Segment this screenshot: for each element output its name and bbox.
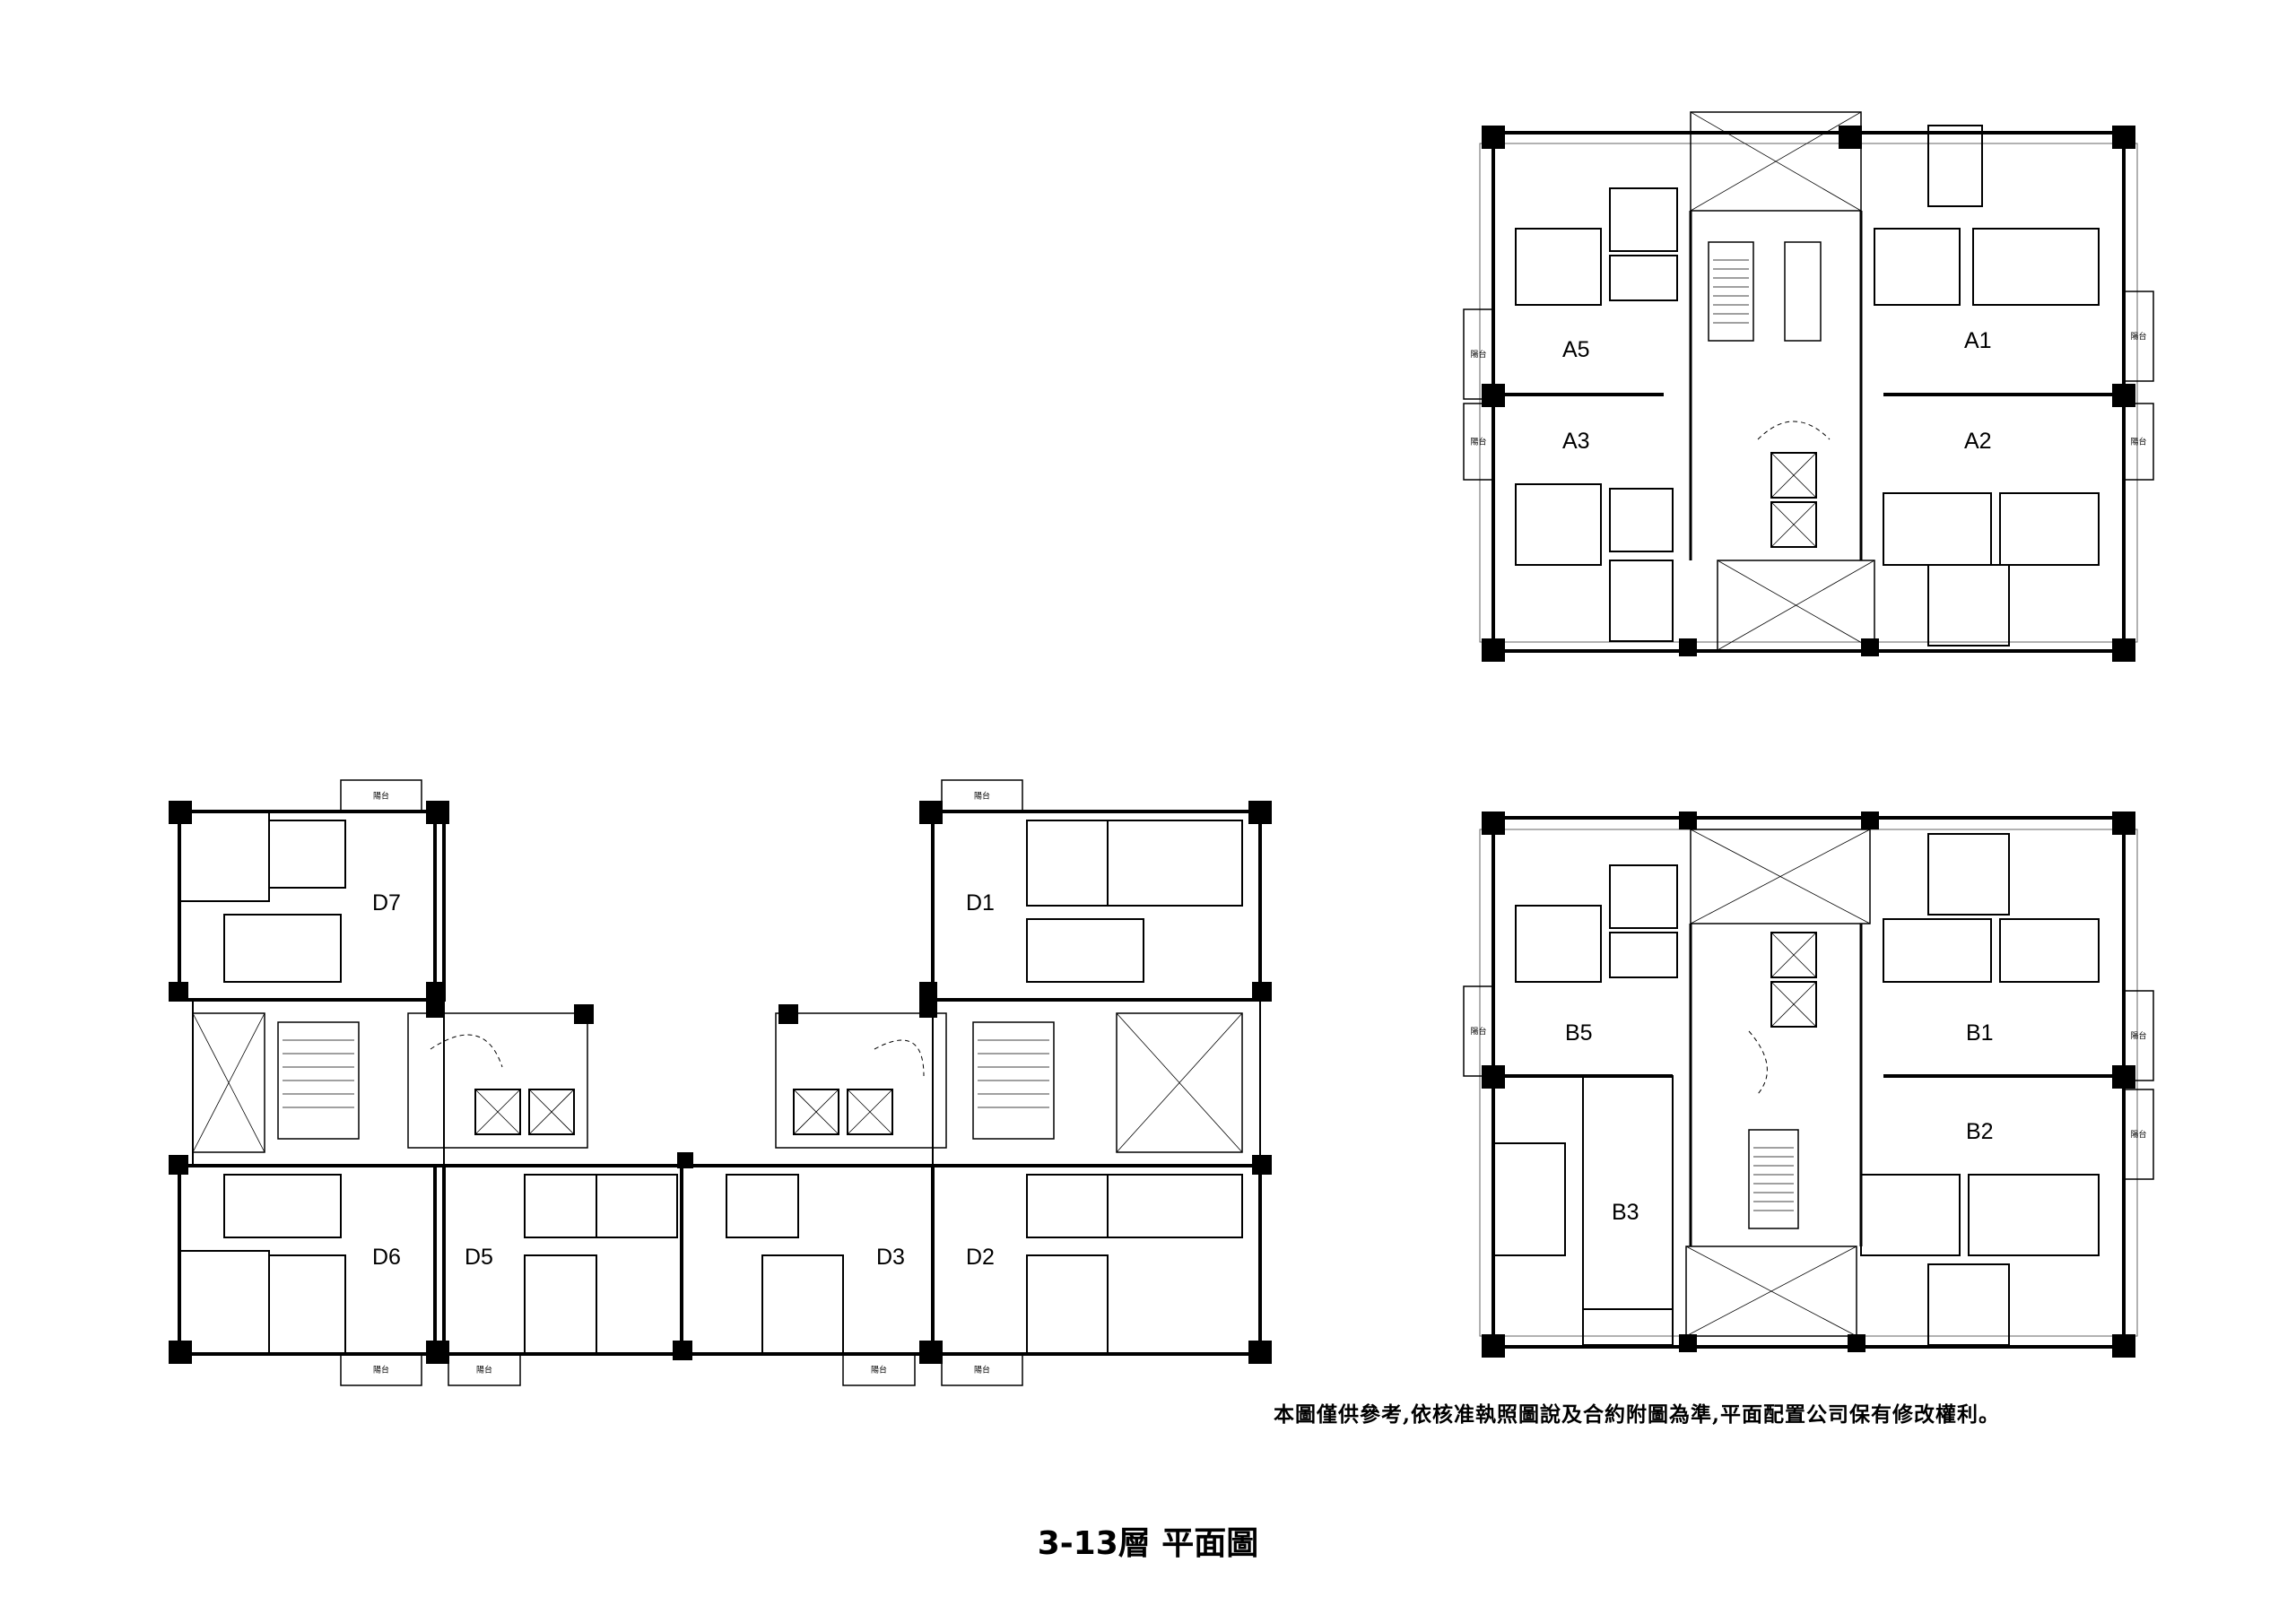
balcony-label-10: 陽台	[476, 1365, 492, 1376]
disclaimer-text: 本圖僅供參考,依核准執照圖說及合約附圖為準,平面配置公司保有修改權利。	[1274, 1402, 2001, 1427]
unit-label-b2: B2	[1966, 1119, 1994, 1144]
unit-label-d2: D2	[966, 1245, 995, 1270]
balcony-label-4: 陽台	[1470, 1026, 1486, 1037]
unit-label-b3: B3	[1612, 1200, 1639, 1225]
balcony-label-6: 陽台	[2130, 1129, 2146, 1140]
unit-label-d7: D7	[372, 890, 401, 916]
balcony-label-8: 陽台	[974, 791, 990, 802]
tower-a-plan: A5 A1 A3 A2	[1463, 111, 2154, 662]
balcony-label-0: 陽台	[1470, 349, 1486, 360]
unit-label-d3: D3	[876, 1245, 905, 1270]
balcony-label-5: 陽台	[2130, 1030, 2146, 1041]
balcony-label-7: 陽台	[373, 791, 389, 802]
balcony-label-11: 陽台	[871, 1365, 887, 1376]
unit-label-b5: B5	[1565, 1020, 1593, 1046]
tower-d-plan: D7 D1 D6 D5 D3 D2	[169, 779, 1272, 1386]
unit-label-d6: D6	[372, 1245, 401, 1270]
balcony-label-9: 陽台	[373, 1365, 389, 1376]
unit-label-a3: A3	[1562, 429, 1590, 454]
unit-label-d1: D1	[966, 890, 995, 916]
unit-label-a5: A5	[1562, 337, 1590, 362]
unit-label-d5: D5	[465, 1245, 493, 1270]
balcony-label-2: 陽台	[2130, 331, 2146, 342]
tower-b-plan: B5 B1 B3 B2	[1463, 812, 2154, 1358]
balcony-label-3: 陽台	[2130, 437, 2146, 447]
balcony-label-12: 陽台	[974, 1365, 990, 1376]
page-title: 3-13層 平面圖	[1037, 1525, 1259, 1562]
unit-label-a2: A2	[1964, 429, 1992, 454]
balcony-label-1: 陽台	[1470, 437, 1486, 447]
unit-label-a1: A1	[1964, 328, 1992, 353]
unit-label-b1: B1	[1966, 1020, 1994, 1046]
